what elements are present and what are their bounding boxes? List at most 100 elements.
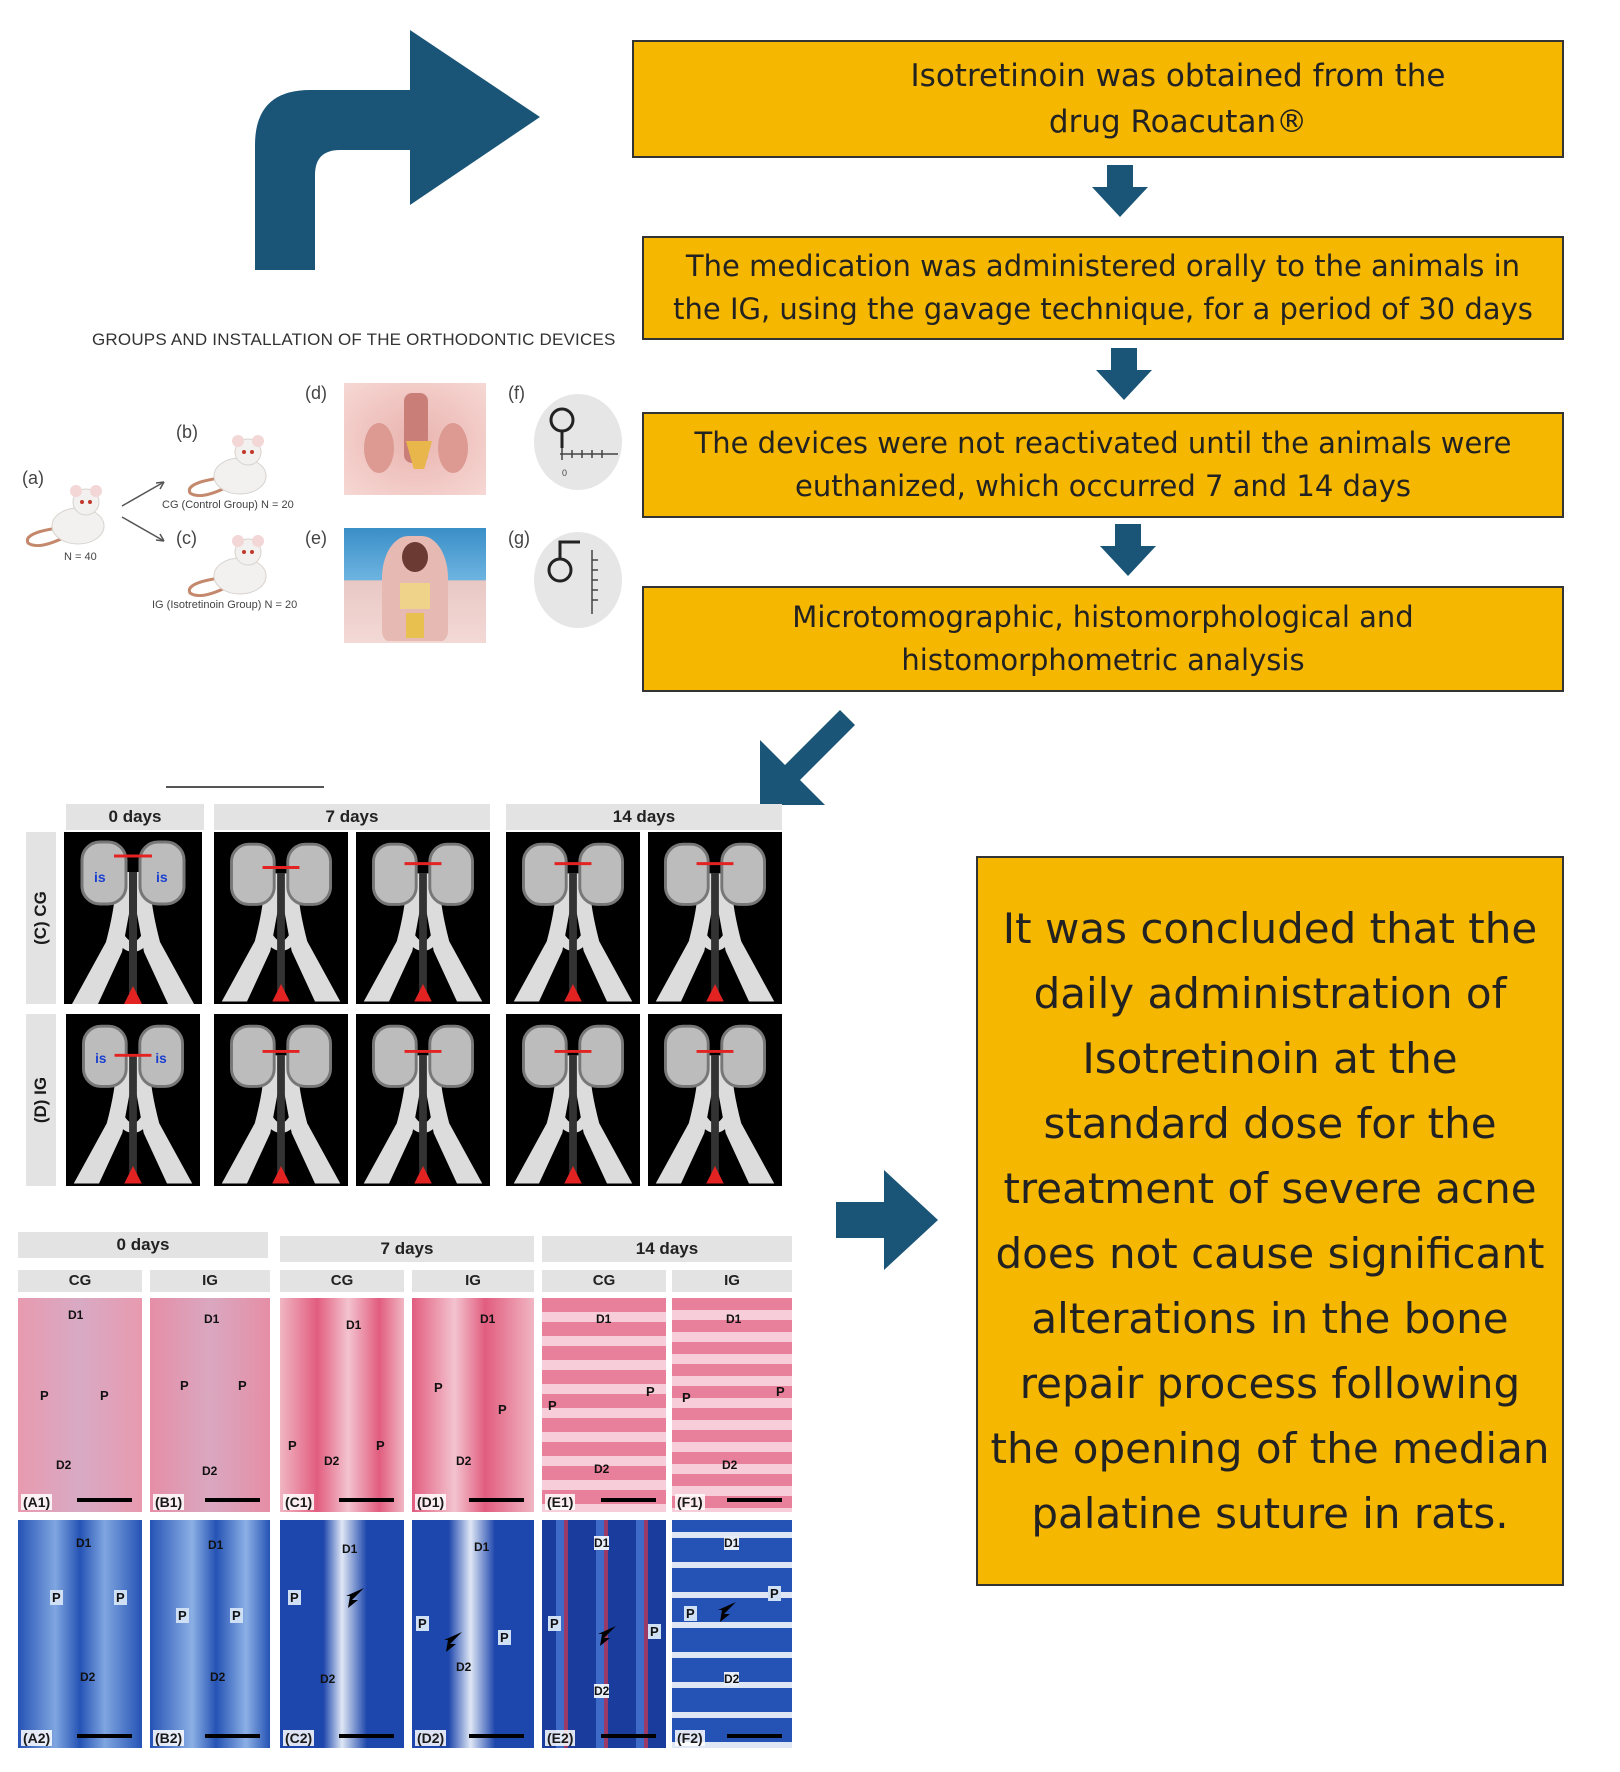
- scale-bar: [469, 1734, 524, 1738]
- d1-label: D1: [76, 1536, 92, 1550]
- scale-bar: [601, 1734, 656, 1738]
- p-label: P: [648, 1624, 661, 1639]
- arrow-icon: [598, 1626, 616, 1646]
- histo-sub-cg: CG: [18, 1270, 142, 1292]
- svg-text:is: is: [155, 1051, 166, 1066]
- label-c: (c): [176, 528, 197, 548]
- p-label: P: [434, 1380, 443, 1395]
- p-label: P: [40, 1388, 49, 1403]
- panel-id: (E2): [545, 1730, 576, 1746]
- d1-label: D1: [342, 1542, 358, 1556]
- d1-label: D1: [724, 1536, 740, 1550]
- panel-id: (B2): [153, 1730, 185, 1746]
- histo-sub-cg: CG: [542, 1270, 666, 1292]
- d2-label: D2: [722, 1458, 738, 1472]
- d1-label: D1: [208, 1538, 224, 1552]
- ig-label: IG (Isotretinoin Group) N = 20: [152, 599, 298, 611]
- label-b: (b): [176, 422, 198, 442]
- groups-panel-title: GROUPS AND INSTALLATION OF THE ORTHODONT…: [92, 330, 616, 349]
- branch-arrow-up-icon: [121, 481, 165, 507]
- branch-arrow-down-icon: [121, 516, 165, 542]
- microct-image: [356, 832, 490, 1004]
- flow-step-4: Microtomographic, histomorphological and…: [642, 586, 1564, 692]
- panel-id: (E1): [545, 1494, 576, 1510]
- caliper-g-icon: [534, 532, 622, 628]
- histo-header-14: 14 days: [542, 1236, 792, 1262]
- panel-id: (A1): [21, 1494, 53, 1510]
- panel-id: (B1): [153, 1494, 185, 1510]
- p-label: P: [50, 1590, 63, 1605]
- rat-cg-icon: [187, 435, 267, 498]
- histo-header-7: 7 days: [280, 1236, 534, 1262]
- histo-masson-panel: D1 P P D2 (A2): [18, 1520, 142, 1748]
- histo-he-panel: D1 P P D2 (F1): [672, 1298, 792, 1512]
- panel-id: (A2): [21, 1730, 53, 1746]
- label-d: (d): [305, 383, 327, 403]
- d2-label: D2: [56, 1458, 72, 1472]
- microct-image: [506, 1014, 640, 1186]
- microct-image: [356, 1014, 490, 1186]
- p-label: P: [646, 1384, 655, 1399]
- p-label: P: [114, 1590, 127, 1605]
- flow-step-1-text: Isotretinoin was obtained from the drug …: [910, 58, 1446, 140]
- arrow-icon: [444, 1632, 462, 1652]
- microct-header-0: 0 days: [66, 804, 204, 830]
- microct-image: [506, 832, 640, 1004]
- panel-id: (F2): [675, 1730, 705, 1746]
- p-label: P: [548, 1398, 557, 1413]
- p-label: P: [498, 1402, 507, 1417]
- histo-masson-panel: D1 P P D2 (F2): [672, 1520, 792, 1748]
- p-label: P: [768, 1586, 781, 1601]
- p-label: P: [376, 1438, 385, 1453]
- d2-label: D2: [456, 1454, 472, 1468]
- d2-label: D2: [324, 1454, 340, 1468]
- p-label: P: [776, 1384, 785, 1399]
- panel-id: (C2): [283, 1730, 315, 1746]
- microct-image: is is: [66, 1014, 200, 1186]
- svg-text:is: is: [95, 1051, 106, 1066]
- d2-label: D2: [724, 1672, 740, 1686]
- panel-id: (C1): [283, 1494, 315, 1510]
- microct-row-label-ig: (D) IG: [26, 1014, 56, 1186]
- scale-bar: [727, 1734, 782, 1738]
- p-label: P: [230, 1608, 243, 1623]
- down-arrow-icon: [1096, 348, 1152, 400]
- svg-text:0: 0: [562, 468, 567, 478]
- scale-bar: [205, 1498, 260, 1502]
- histo-header-0: 0 days: [18, 1232, 268, 1258]
- d1-label: D1: [594, 1536, 610, 1550]
- p-label: P: [498, 1630, 511, 1645]
- scale-bar: [469, 1498, 524, 1502]
- diagonal-arrow-icon: [760, 710, 855, 805]
- microct-header-7: 7 days: [214, 804, 490, 830]
- p-label: P: [288, 1438, 297, 1453]
- conclusion-text: It was concluded that the daily administ…: [990, 904, 1550, 1538]
- device-photo-d: [344, 383, 486, 495]
- microct-row-label-cg: (C) CG: [26, 832, 56, 1004]
- histo-sub-ig: IG: [412, 1270, 534, 1292]
- arrow-icon: [718, 1602, 736, 1622]
- scale-bar: [339, 1498, 394, 1502]
- histo-he-panel: D1 P P D2 (B1): [150, 1298, 270, 1512]
- label-f: (f): [508, 383, 525, 403]
- device-photo-e: [344, 528, 486, 643]
- microct-image: [214, 1014, 348, 1186]
- label-a: (a): [22, 468, 44, 488]
- p-label: P: [180, 1378, 189, 1393]
- p-label: P: [682, 1390, 691, 1405]
- d1-label: D1: [726, 1312, 742, 1326]
- down-arrow-icon: [1092, 165, 1148, 217]
- right-arrow-icon: [836, 1170, 938, 1270]
- panel-id: (F1): [675, 1494, 705, 1510]
- scale-bar: [77, 1498, 132, 1502]
- panel-id: (D2): [415, 1730, 447, 1746]
- d2-label: D2: [80, 1670, 96, 1684]
- arrow-icon: [346, 1588, 364, 1608]
- p-label: P: [238, 1378, 247, 1393]
- microct-image: [648, 832, 782, 1004]
- histo-sub-cg: CG: [280, 1270, 404, 1292]
- n-total: N = 40: [64, 551, 97, 563]
- scale-bar: [205, 1734, 260, 1738]
- scale-bar: [77, 1734, 132, 1738]
- microct-image: [214, 832, 348, 1004]
